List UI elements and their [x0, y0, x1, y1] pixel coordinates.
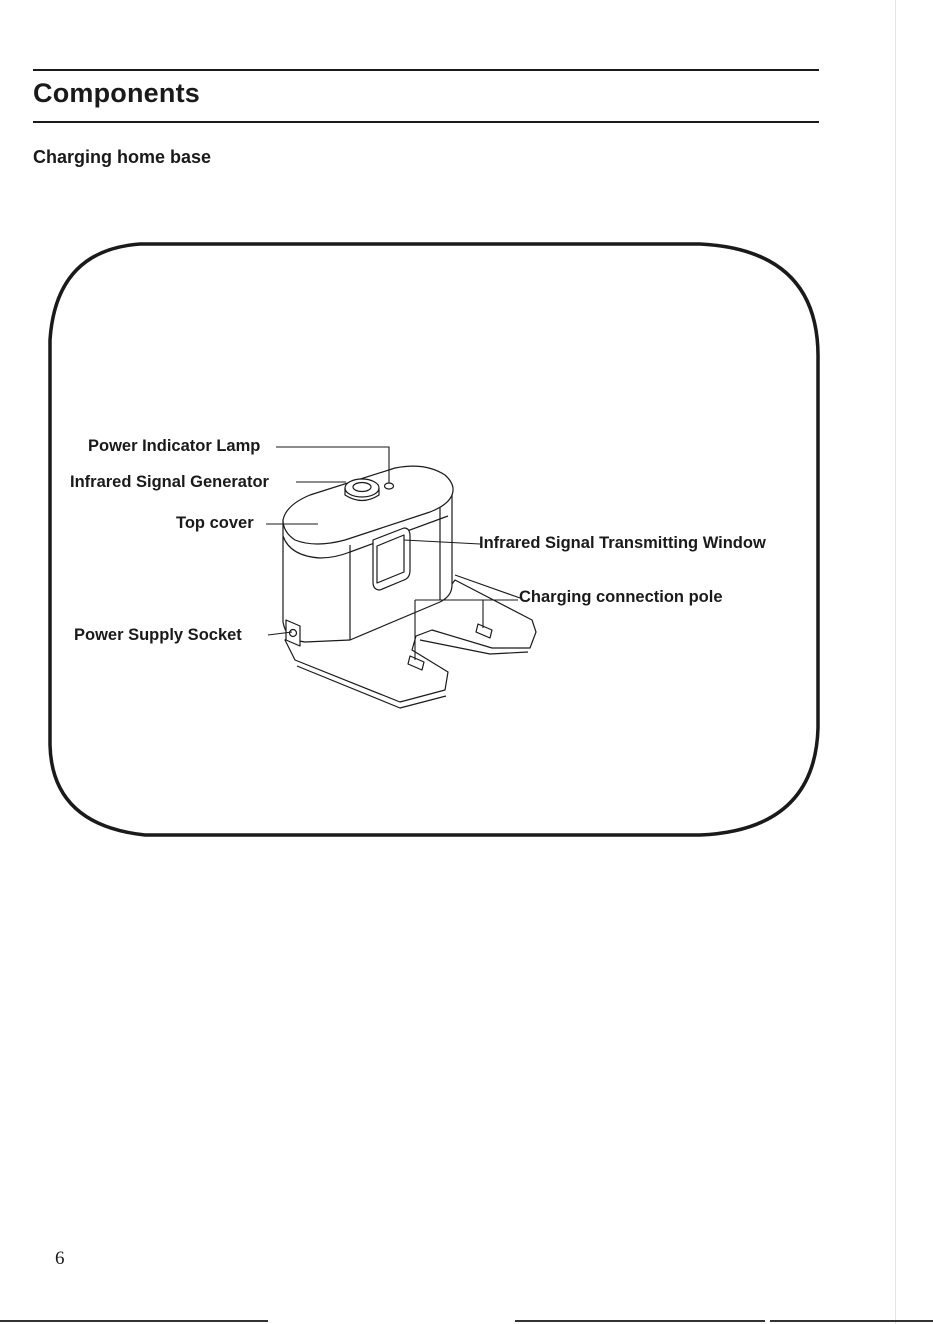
- label-infrared-signal-generator: Infrared Signal Generator: [70, 474, 269, 491]
- label-power-supply-socket: Power Supply Socket: [74, 627, 242, 644]
- label-charging-connection-pole: Charging connection pole: [519, 589, 723, 606]
- footer-line-right: [770, 1320, 933, 1322]
- label-top-cover: Top cover: [176, 515, 254, 532]
- indicator-lamp: [385, 483, 394, 489]
- signal-generator-dome: [345, 479, 379, 497]
- charging-base-illustration: [283, 466, 536, 708]
- footer-line-left: [0, 1320, 268, 1322]
- page-number: 6: [55, 1248, 65, 1270]
- label-power-indicator-lamp: Power Indicator Lamp: [88, 438, 260, 455]
- label-infrared-signal-transmitting-window: Infrared Signal Transmitting Window: [479, 535, 766, 552]
- footer-line-center: [515, 1320, 765, 1322]
